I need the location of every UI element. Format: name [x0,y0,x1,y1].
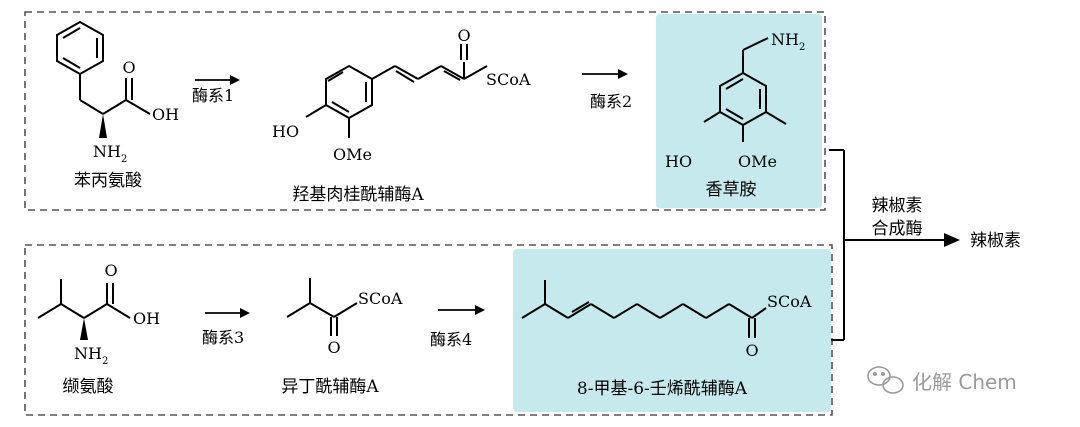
valine-o: O [104,261,117,280]
methylnonenoyl-coa-name: 8-甲基-6-壬烯酰辅酶A [577,379,748,399]
valine-name: 缬氨酸 [63,377,114,397]
step4-label: 酶系4 [430,330,472,349]
isobutyryl-coa-name: 异丁酰辅酶A [281,377,379,397]
final-arrow [844,233,960,247]
step2-label: 酶系2 [590,92,632,111]
hydroxycinnamoyl-coa-name: 羟基肉桂酰辅酶A [292,185,424,205]
capsaicin-label: 辣椒素 [970,231,1021,251]
methylnonenoyl-scoa: SCoA [767,292,812,311]
isobutyryl-coa-structure [286,278,358,336]
vanillylamine-ho: HO [665,152,692,171]
step2-arrow [582,69,628,79]
vanillylamine-name: 香草胺 [706,180,757,200]
phenylalanine-structure [56,20,151,115]
phenylalanine-wedge-bond [99,114,107,138]
vanillylamine-amine: NH2 [771,30,805,53]
valine-amine: NH2 [74,344,108,367]
watermark-text: 化解 Chem [912,370,1017,394]
step3-arrow [205,308,250,318]
hydroxycinnamoyl-scoa: SCoA [486,70,531,89]
valine-wedge-bond [80,318,88,340]
step1-label: 酶系1 [192,86,234,105]
vanillylamine-ome: OMe [738,152,777,171]
methylnonenoyl-o: O [745,341,758,360]
hydroxycinnamoyl-o: O [457,26,470,45]
vanillylamine-structure [703,37,787,142]
hydroxycinnamoyl-coa-structure [305,44,488,138]
phenylalanine-oh: OH [152,105,179,124]
hydroxycinnamoyl-ho: HO [272,122,299,141]
phenylalanine-o: O [122,58,135,77]
valine-structure [37,279,131,319]
wechat-icon [867,366,904,394]
step3-label: 酶系3 [202,328,244,347]
enzyme-label-line1: 辣椒素 [872,196,923,216]
methylnonenoyl-coa-structure [521,280,767,338]
vanillylamine-highlight [656,14,822,208]
phenylalanine-name: 苯丙氨酸 [74,171,142,191]
hydroxycinnamoyl-ome: OMe [333,145,372,164]
isobutyryl-o: O [327,338,340,357]
methylnonenoyl-coa-highlight [513,249,831,412]
step1-arrow [195,75,240,85]
top-pathway-frame [24,11,826,211]
enzyme-label-line2: 合成酶 [872,219,923,239]
valine-oh: OH [133,309,160,328]
phenylalanine-amine: NH2 [93,142,127,165]
bottom-pathway-frame [24,244,833,416]
step4-arrow [438,305,485,315]
convergence-bracket [829,149,845,341]
isobutyryl-scoa: SCoA [358,289,403,308]
